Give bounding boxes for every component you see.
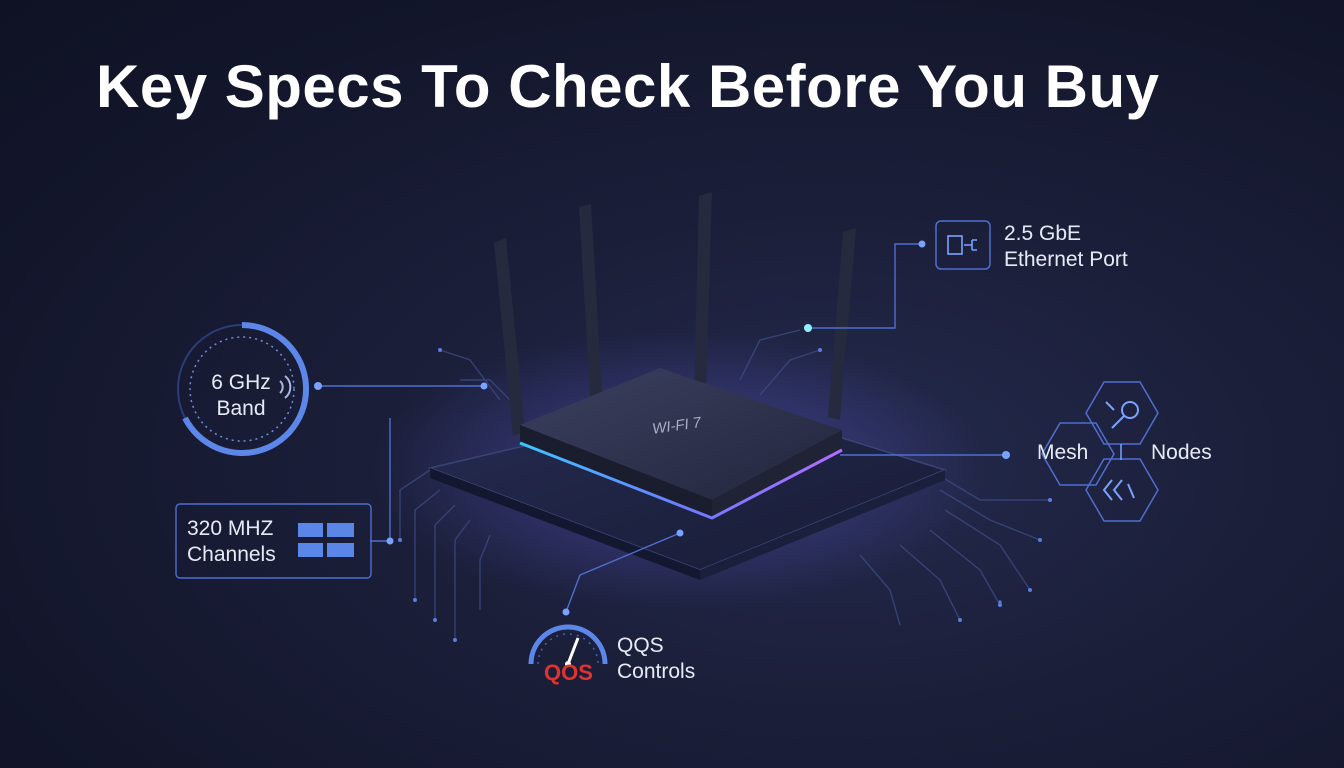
router-antennas — [494, 192, 856, 436]
channels-box — [175, 503, 372, 579]
circuit-dots — [398, 348, 1052, 642]
circuit-traces — [399, 329, 1050, 640]
ethernet-line2: Ethernet Port — [1004, 248, 1128, 271]
mesh-node-icons — [1102, 401, 1139, 501]
qos-line2: Controls — [617, 660, 696, 683]
connector-dots — [314, 240, 1010, 616]
ethernet-line1: 2.5 GbE — [1004, 222, 1082, 245]
ethernet-label: 2.5 GbE Ethernet Port — [1004, 221, 1128, 273]
router-badge: WI-FI 7 — [651, 414, 703, 438]
mesh-label-right: Nodes — [1151, 441, 1212, 464]
page-title: Key Specs To Check Before You Buy — [96, 53, 1160, 120]
channels-label: 320 MHZ Channels — [187, 516, 276, 568]
wifi-signal-icon — [279, 375, 292, 399]
band-line1: 6 GHz — [211, 371, 271, 394]
mesh-network-icon — [1041, 381, 1159, 522]
qos-badge: QOS — [544, 660, 593, 685]
speedometer-icon — [528, 624, 608, 667]
qos-line1: QQS — [617, 634, 664, 657]
channel-grid-icon — [298, 523, 354, 557]
band-line2: Band — [216, 397, 266, 420]
channels-line2: Channels — [187, 543, 276, 566]
mesh-label-left: Mesh — [1037, 441, 1089, 464]
channels-line1: 320 MHZ — [187, 517, 274, 540]
band-label: 6 GHz Band — [209, 370, 273, 422]
qos-label: QQS Controls — [617, 633, 695, 685]
router-body — [519, 368, 843, 520]
band-ring-icon — [177, 322, 310, 456]
ethernet-port-icon — [935, 220, 991, 270]
